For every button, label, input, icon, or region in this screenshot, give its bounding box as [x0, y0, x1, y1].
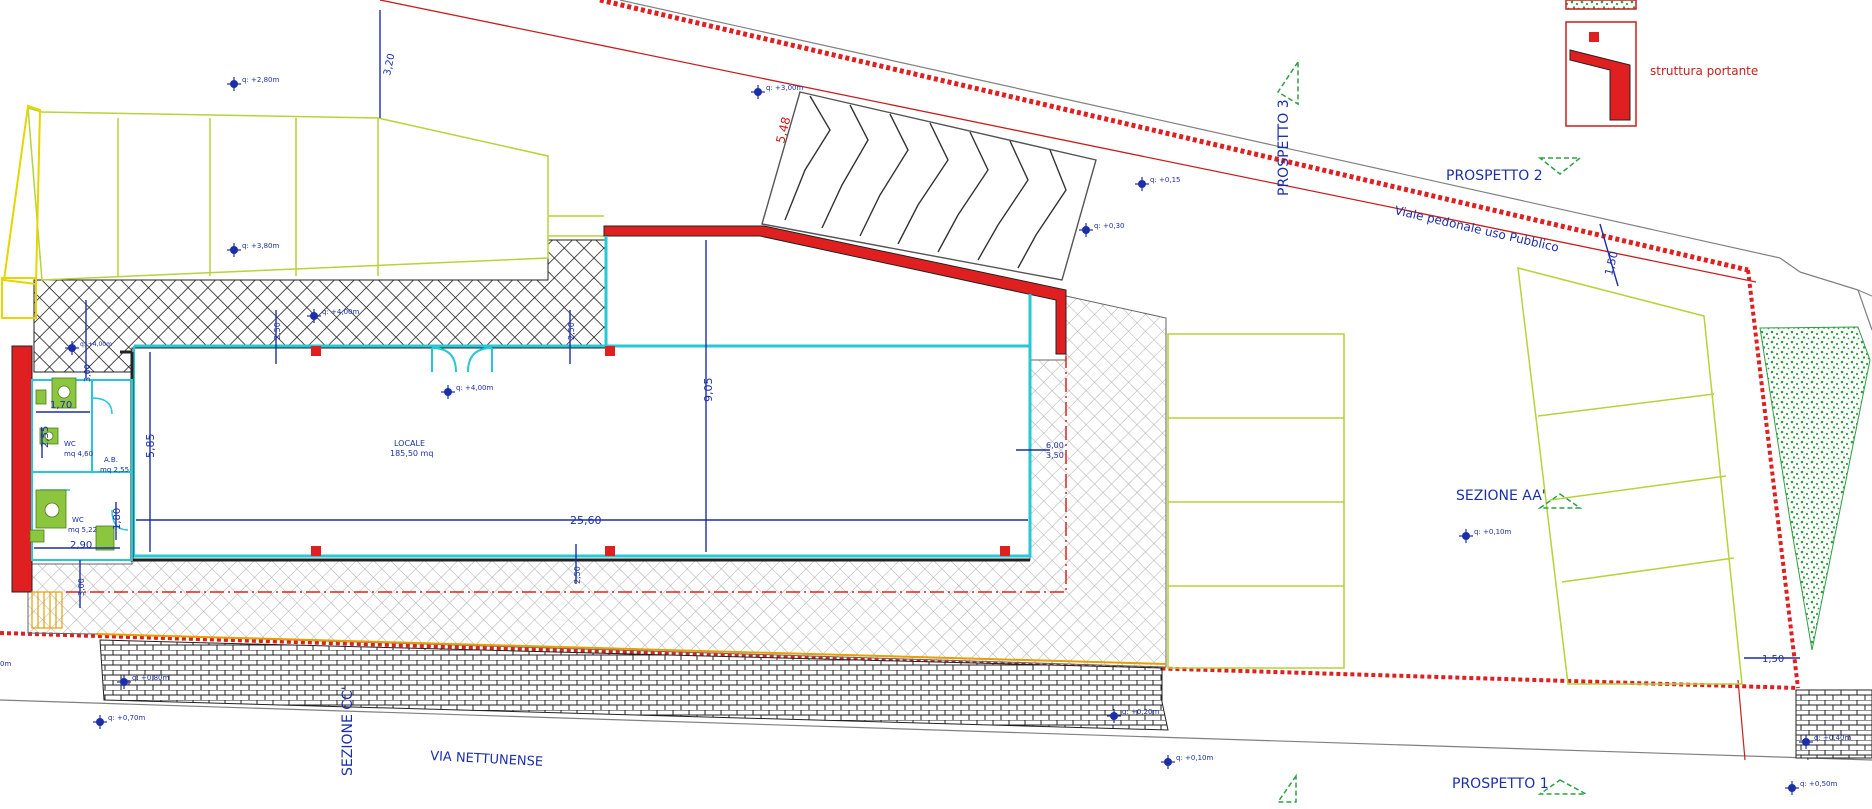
dim-905: 9,05 [702, 378, 715, 403]
main-entrance [431, 347, 493, 373]
level-400-c: q: +4,00m [80, 341, 112, 348]
north-wall [603, 225, 1067, 355]
parking-bays-center [1167, 333, 1345, 669]
west-wall [11, 345, 33, 593]
legend-swatch-greenery [1565, 0, 1637, 10]
parking-chevrons [761, 91, 1097, 281]
dim-255: 2,55 [40, 426, 51, 448]
dim-585: 5,85 [144, 434, 157, 459]
level-300: q: +3,00m [766, 84, 803, 92]
room-ab-area: mq 2,55 [100, 466, 129, 474]
level-texts: q: +2,80m q: +3,80m q: +4,00m q: +4,00m … [0, 76, 1851, 788]
level-010-a: q: +0,10m [1474, 528, 1511, 536]
level-280: q: +2,80m [242, 76, 279, 84]
dim-320: 3,20 [382, 53, 397, 77]
dim-300-b: 3,00 [77, 578, 86, 596]
level-050: q: +0,50m [1800, 780, 1837, 788]
level-400-a: q: +4,00m [322, 308, 359, 316]
room-wc2-area: mq 5,22 [68, 526, 97, 534]
wc-fixtures [29, 377, 115, 551]
west-stair [31, 591, 63, 629]
dim-290: 2,90 [70, 540, 92, 551]
dim-170: 1,70 [50, 400, 72, 411]
section-line [66, 356, 1067, 593]
dimension-texts: 25,60 9,05 5,85 5,48 3,20 1,50 1,50 6,00… [40, 53, 1784, 665]
roads [0, 0, 1872, 761]
dimension-lines [34, 10, 1800, 659]
legend-text: struttura portante [1650, 64, 1758, 78]
dim-250-b: 2,50 [567, 322, 576, 340]
paving-light-hatch [27, 295, 1167, 668]
greenery-strip [1759, 326, 1871, 651]
dim-150-b: 1,50 [1762, 654, 1784, 665]
label-prospetto-1: PROSPETTO 1 [1452, 776, 1549, 792]
label-prospetto-3: PROSPETTO 3 [1276, 99, 1292, 196]
room-locale-name: LOCALE [394, 439, 425, 448]
sidewalk-bricks-east [1795, 689, 1872, 759]
legend-wall-sample [1569, 49, 1631, 121]
level-380: q: +3,80m [242, 242, 279, 250]
level-080: q: +0,80m [132, 674, 169, 682]
room-locale-area: 185,50 mq [390, 449, 433, 458]
dim-180: 1,80 [112, 508, 123, 530]
level-070: q: +0,70m [108, 714, 145, 722]
level-030: q: +0,30 [1094, 222, 1124, 230]
dim-600: 6,00 [1046, 441, 1064, 450]
level-040: q: +0,40m [1814, 734, 1851, 742]
dim-250-c: 2,50 [573, 566, 582, 584]
pergola-north [27, 106, 604, 281]
legend-red-marker [1589, 32, 1599, 42]
room-ab-name: A.B. [104, 456, 118, 464]
level-015: q: +0,15 [1150, 176, 1180, 184]
yellow-stair [1, 104, 42, 319]
building [11, 225, 1167, 665]
dim-548: 5,48 [773, 115, 793, 144]
room-wc2-name: WC [72, 516, 84, 524]
dim-2560: 25,60 [570, 514, 602, 527]
label-viale-pedonale: Viale pedonale uso Pubblico [1393, 203, 1560, 254]
level-edge: 0m [0, 660, 11, 668]
parking-bays-east [1517, 266, 1743, 685]
dim-300-a: 3,00 [83, 364, 92, 382]
dim-250-a: 2,50 [273, 322, 282, 340]
level-010-b: q: +0,10m [1176, 754, 1213, 762]
dim-150-a: 1,50 [1602, 250, 1621, 277]
section-markers [1276, 59, 1587, 803]
room-wc1-name: WC [64, 440, 76, 448]
label-sezione-cc: SEZIONE CC' [340, 686, 356, 776]
label-sezione-aa: SEZIONE AA' [1456, 488, 1546, 504]
room-wc1-area: mq 4,60 [64, 450, 93, 458]
label-via-nettunense: VIA NETTUNENSE [430, 749, 544, 770]
sidewalk-bricks [99, 639, 1169, 731]
dim-350: 3,50 [1046, 451, 1064, 460]
legend: struttura portante [1565, 0, 1758, 127]
level-020: q: +0,20m [1122, 708, 1159, 716]
label-prospetto-2: PROSPETTO 2 [1446, 168, 1543, 184]
level-400-b: q: +4,00m [456, 384, 493, 392]
